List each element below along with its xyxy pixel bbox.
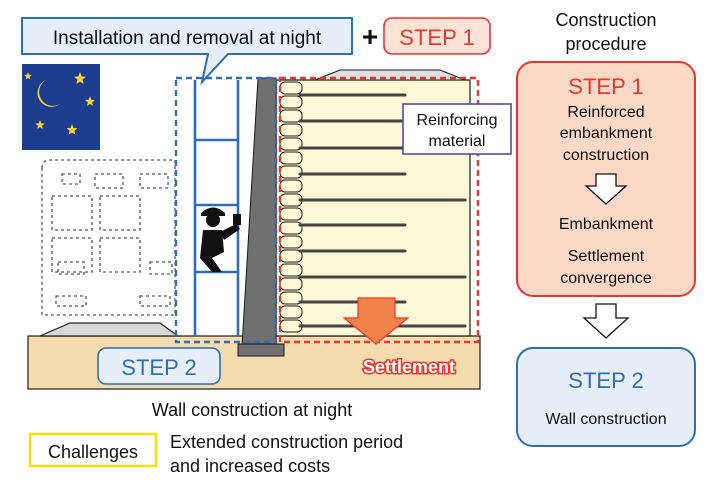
settlement-label: Settlement: [363, 357, 455, 377]
procedure-step1-line5: Settlement: [568, 248, 645, 265]
reinforcing-label-line2: material: [429, 133, 486, 150]
procedure-step2-title: STEP 2: [568, 368, 643, 393]
settlement-arrow: [342, 297, 410, 345]
reinforcing-label-line1: Reinforcing: [417, 112, 498, 129]
step1-tag: STEP 1: [399, 25, 474, 50]
challenges-label: Challenges: [48, 442, 138, 462]
plus-sign: +: [362, 21, 378, 52]
challenges-text-line2: and increased costs: [170, 456, 330, 476]
procedure-title-line2: procedure: [565, 34, 646, 54]
concrete-wall: [241, 77, 277, 347]
procedure-step1-title: STEP 1: [568, 74, 643, 99]
train-outline: [41, 159, 176, 316]
challenges-text-line1: Extended construction period: [170, 432, 403, 452]
callout-title: Installation and removal at night: [53, 28, 322, 49]
procedure-step1-line2: embankment: [560, 125, 653, 142]
procedure-step1-line3: construction: [563, 147, 649, 164]
procedure-arrow-2: [582, 303, 630, 339]
challenges-box: [28, 432, 158, 468]
night-work-zone: [174, 76, 278, 344]
train-base: [39, 322, 180, 337]
wall-caption: Wall construction at night: [152, 400, 352, 420]
facing-blocks: [279, 81, 303, 333]
reinforcing-label-box: [402, 103, 512, 155]
step1-tag-box: [383, 17, 491, 55]
procedure-step2-box: [516, 347, 696, 447]
procedure-step1-line6: convergence: [560, 270, 652, 287]
procedure-step2-text: Wall construction: [545, 411, 666, 428]
star-icons: [24, 72, 95, 135]
step2-tag-box: [97, 347, 221, 385]
callout-bubble: [21, 17, 353, 86]
night-sky-panel: [22, 64, 100, 150]
procedure-step1-line4: Embankment: [559, 216, 654, 233]
procedure-step1-line1: Reinforced: [567, 104, 644, 121]
procedure-title-line1: Construction: [555, 10, 656, 30]
procedure-arrow-1: [584, 173, 628, 205]
wall-footing: [237, 343, 285, 357]
worker-icon: [200, 207, 241, 272]
step2-tag: STEP 2: [121, 355, 196, 380]
